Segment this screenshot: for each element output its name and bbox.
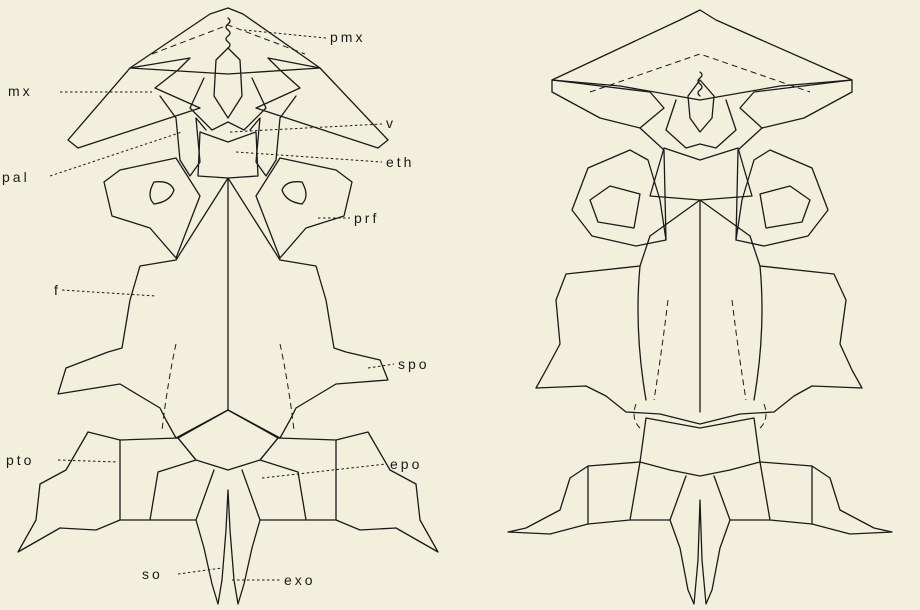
right-orbit-left-inner [590,186,640,228]
left-frontal-dash-left [162,344,176,430]
right-orbit-right-outer [736,150,828,246]
right-occipital-spines [630,500,770,604]
left-pterotic-right [336,432,438,552]
right-frontal-dash-left [654,300,668,400]
left-epiotic-left [120,438,196,520]
label-pal: pal [2,170,30,184]
right-snout-inner [666,100,736,148]
left-frontal [58,178,388,438]
left-occipital-spines [150,490,306,604]
left-prefrontal-left [104,158,200,258]
right-vomer [688,80,714,132]
leader-lines [50,30,394,580]
left-premaxilla [130,8,320,74]
right-skull [508,10,892,604]
label-so: so [142,567,163,581]
label-eth: eth [386,155,414,169]
left-prefrontal-right [256,158,352,258]
left-prefrontal-foramen-right [282,182,306,204]
right-orbit-right-inner [760,186,810,228]
left-premaxilla-suture [152,25,305,54]
right-maxilla-right [740,80,852,128]
label-pmx: pmx [330,30,365,44]
right-maxilla-left [552,80,664,128]
label-prf: prf [354,211,379,225]
left-midline-suture [226,18,230,48]
left-pterotic-left [18,432,120,552]
leader-pto [58,460,118,462]
label-pto: pto [6,453,34,467]
leader-f [62,290,156,296]
right-frontal-dash-base-left [634,404,642,430]
right-supraoccipital [640,418,760,476]
left-skull [18,8,438,604]
label-epo: epo [390,457,422,471]
left-snout-inner [190,78,266,130]
right-midline-suture [698,72,702,96]
right-frontal-dash-base-right [758,404,766,430]
label-exo: exo [284,573,316,587]
left-frontal-dash-right [280,344,294,430]
leader-so [178,568,222,574]
leader-v [230,124,382,132]
right-frontal-dash-right [732,300,746,400]
label-mx: mx [8,84,33,98]
right-pterotic-left [508,466,588,534]
leader-spo [368,364,394,368]
right-pterotic-right [812,466,892,534]
left-prefrontal-foramen-left [150,182,174,204]
leader-pmx [244,30,326,38]
label-f: f [54,283,61,297]
left-vomer [214,48,242,118]
left-ethmoid [198,132,258,178]
label-v: v [386,116,396,130]
left-epiotic-right [260,438,336,520]
right-frontal [536,200,862,424]
right-epiotic-right [760,462,812,524]
right-epiotic-left [588,462,640,524]
label-spo: spo [398,357,430,371]
right-orbit-left-outer [572,150,666,246]
